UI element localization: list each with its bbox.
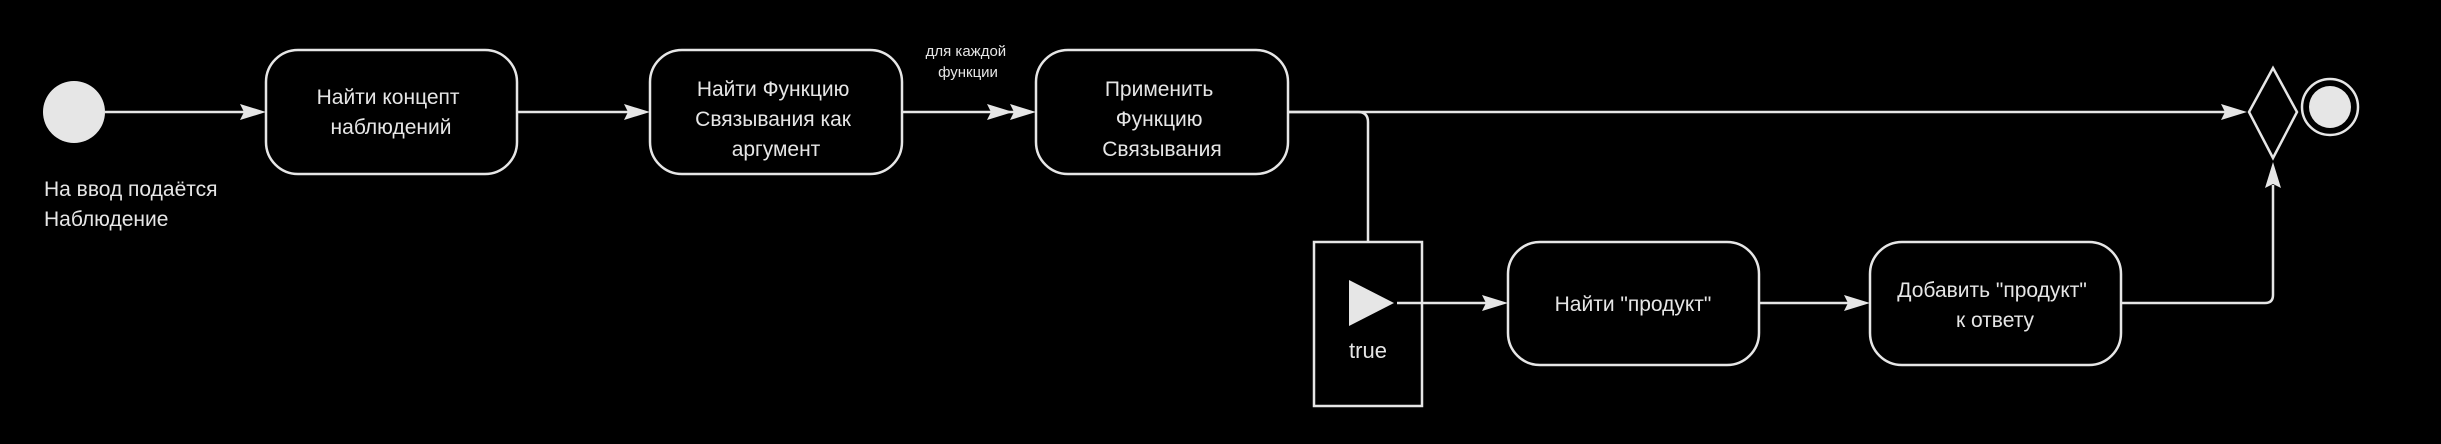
edge-apply-to-condition bbox=[1288, 110, 1370, 242]
node-find-function-line-3: аргумент bbox=[732, 138, 821, 161]
arrowhead-find-concept bbox=[240, 104, 266, 120]
node-find-concept-line-1: Найти концепт bbox=[317, 86, 460, 109]
node-find-function-line-2: Связывания как bbox=[695, 108, 852, 131]
condition-play-icon bbox=[1349, 280, 1394, 326]
start-label-line-1: На ввод подаётся bbox=[44, 178, 218, 201]
start-label: На ввод подаётся Наблюдение bbox=[44, 178, 223, 231]
condition-label: true bbox=[1349, 338, 1387, 363]
merge-diamond bbox=[2247, 65, 2299, 161]
arrowhead-merge-top bbox=[2221, 104, 2247, 120]
node-find-function-line-1: Найти Функцию bbox=[697, 78, 850, 101]
node-add-product bbox=[1868, 240, 2123, 367]
node-apply-function-text: Применить Функцию Связывания bbox=[1102, 78, 1221, 161]
loop-label-line-1: для каждой bbox=[926, 43, 1007, 60]
arrowhead-find-function bbox=[624, 104, 650, 120]
node-find-concept bbox=[264, 48, 519, 176]
node-add-product-text: Добавить "продукт" к ответу bbox=[1897, 279, 2092, 332]
node-apply-function-line-2: Функцию bbox=[1116, 108, 1203, 131]
start-label-line-2: Наблюдение bbox=[44, 208, 168, 231]
node-add-product-line-2: к ответу bbox=[1956, 309, 2035, 332]
node-find-concept-line-2: наблюдений bbox=[331, 116, 452, 139]
edge-add-to-merge bbox=[2121, 185, 2275, 305]
node-apply-function-line-3: Связывания bbox=[1102, 138, 1221, 161]
node-find-product-line-1: Найти "продукт" bbox=[1555, 293, 1712, 316]
node-apply-function-line-1: Применить bbox=[1105, 78, 1214, 101]
node-add-product-line-1: Добавить "продукт" bbox=[1897, 279, 2087, 302]
condition-box bbox=[1312, 240, 1424, 408]
arrowhead-add-product bbox=[1844, 295, 1870, 311]
arrowhead-apply-1 bbox=[987, 104, 1013, 120]
arrowhead-merge-bottom bbox=[2265, 162, 2281, 188]
end-node-core bbox=[2309, 86, 2351, 128]
loop-label-line-2: функции bbox=[938, 64, 998, 81]
arrowhead-find-product bbox=[1482, 295, 1508, 311]
loop-label: для каждой функции bbox=[926, 43, 1011, 81]
start-node bbox=[43, 81, 105, 143]
node-find-product-text: Найти "продукт" bbox=[1555, 293, 1712, 316]
arrowhead-apply-2 bbox=[1010, 104, 1036, 120]
node-find-concept-text: Найти концепт наблюдений bbox=[317, 86, 466, 139]
node-find-function-text: Найти Функцию Связывания как аргумент bbox=[695, 78, 857, 161]
